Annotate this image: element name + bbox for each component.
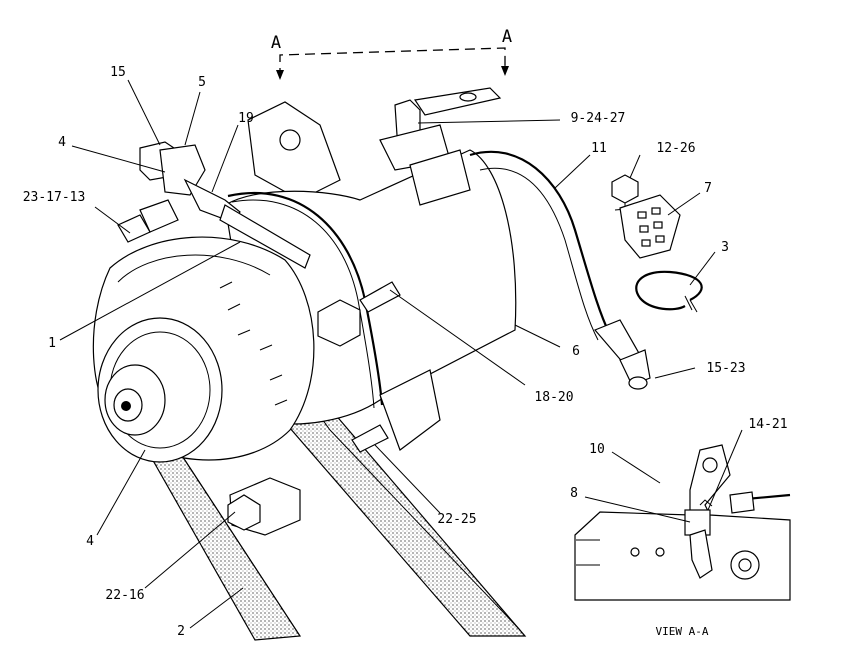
callout-label: 22-25 bbox=[437, 512, 476, 527]
callout-label: 15 bbox=[110, 65, 126, 80]
view-a-a-inset bbox=[574, 444, 791, 601]
callout-label: 23-17-13 bbox=[23, 190, 86, 205]
callout-label: 22-16 bbox=[105, 588, 144, 603]
section-marker-left: A bbox=[271, 33, 281, 53]
section-marker-right: A bbox=[502, 27, 512, 47]
callout-label: 4 bbox=[58, 135, 66, 150]
callout-label: 7 bbox=[704, 181, 712, 196]
callout-label: 19 bbox=[238, 111, 254, 126]
callout-label: 5 bbox=[198, 75, 206, 90]
alternator bbox=[92, 87, 517, 536]
callout-label: 14-21 bbox=[748, 417, 787, 432]
terminal-parts bbox=[611, 174, 703, 313]
callout-label: 18-20 bbox=[534, 390, 573, 405]
callout-label: 12-26 bbox=[656, 141, 695, 156]
callout-label: 11 bbox=[591, 141, 607, 156]
callout-label: 4 bbox=[86, 534, 94, 549]
callout-label: 15-23 bbox=[706, 361, 745, 376]
callout-label: 1 bbox=[48, 336, 56, 351]
callout-label: 3 bbox=[721, 240, 729, 255]
section-line bbox=[276, 47, 509, 80]
callout-label: 2 bbox=[177, 624, 185, 639]
callout-label: 6 bbox=[572, 344, 580, 359]
leader-lines bbox=[59, 79, 743, 629]
cable-assembly bbox=[469, 150, 651, 390]
callout-label: 9-24-27 bbox=[571, 111, 626, 126]
view-caption: VIEW A-A bbox=[656, 625, 709, 638]
callout-label: 10 bbox=[589, 442, 605, 457]
callout-label: 8 bbox=[570, 486, 578, 501]
